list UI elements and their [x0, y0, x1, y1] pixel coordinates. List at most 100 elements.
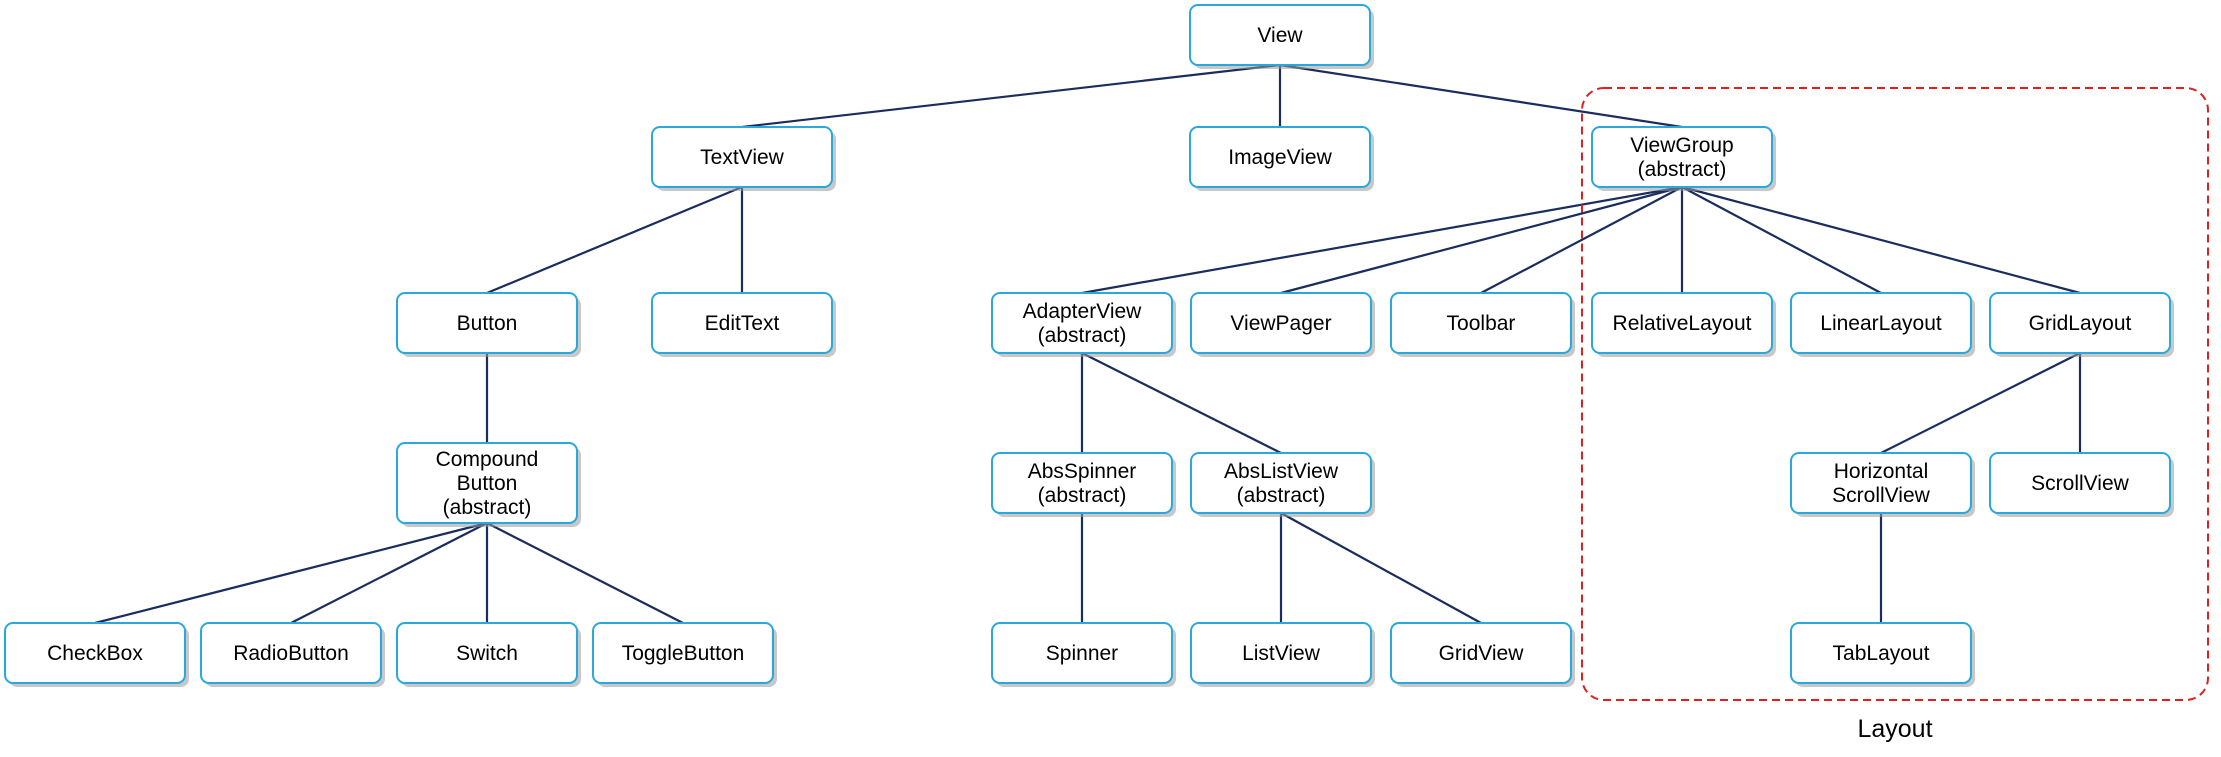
node-label: Toolbar: [1447, 312, 1516, 335]
node-box: [1591, 292, 1773, 354]
node-textview: TextView: [651, 126, 836, 191]
node-label: GridLayout: [2029, 312, 2132, 335]
node-box: [1390, 622, 1572, 684]
edge-compoundbutton-checkbox: [94, 521, 488, 625]
node-box: [991, 622, 1173, 684]
node-label: EditText: [705, 312, 780, 335]
node-label: ViewPager: [1230, 312, 1331, 335]
node-box: [1190, 622, 1372, 684]
node-box: [1390, 292, 1572, 354]
node-box: [651, 126, 833, 188]
node-toolbar: Toolbar: [1390, 292, 1575, 357]
node-label: RadioButton: [233, 642, 349, 665]
node-togglebutton: ToggleButton: [592, 622, 777, 687]
node-label: RelativeLayout: [1613, 312, 1752, 335]
node-box: [396, 442, 578, 524]
node-button: Button: [396, 292, 581, 357]
node-label: View: [1257, 24, 1303, 47]
node-abslistview: AbsListView(abstract): [1190, 452, 1375, 517]
layout-group: Layout: [1581, 87, 2209, 743]
node-label: ViewGroup: [1630, 134, 1734, 157]
node-label: AdapterView: [1023, 300, 1143, 323]
edge-compoundbutton-radiobutton: [290, 522, 488, 624]
node-label: ToggleButton: [622, 642, 745, 665]
node-absspinner: AbsSpinner(abstract): [991, 452, 1176, 517]
node-label: TabLayout: [1833, 642, 1930, 665]
layout-group-label: Layout: [1857, 715, 1932, 743]
node-edittext: EditText: [651, 292, 836, 357]
node-viewpager: ViewPager: [1190, 292, 1375, 357]
node-view: View: [1189, 4, 1374, 69]
node-box: [1790, 452, 1972, 514]
node-box: [1989, 452, 2171, 514]
node-box: [651, 292, 833, 354]
node-label: Horizontal: [1834, 460, 1929, 483]
edge-viewgroup-toolbar: [1480, 186, 1683, 294]
node-linearlayout: LinearLayout: [1790, 292, 1975, 357]
node-box: [592, 622, 774, 684]
node-label: GridView: [1439, 642, 1525, 665]
node-box: [1189, 4, 1371, 66]
node-label: (abstract): [1237, 484, 1326, 507]
node-box: [1591, 126, 1773, 188]
node-box: [1790, 292, 1972, 354]
node-box: [1790, 622, 1972, 684]
node-label: CheckBox: [47, 642, 143, 665]
node-box: [991, 292, 1173, 354]
node-scrollview: ScrollView: [1989, 452, 2174, 517]
node-label: Spinner: [1046, 642, 1118, 665]
node-tablayout: TabLayout: [1790, 622, 1975, 687]
edge-view-viewgroup: [1279, 63, 1683, 129]
node-label: Button: [457, 312, 518, 335]
edge-viewgroup-gridlayout: [1681, 185, 2081, 295]
node-listview: ListView: [1190, 622, 1375, 687]
node-gridview: GridView: [1390, 622, 1575, 687]
node-label: AbsListView: [1224, 460, 1339, 483]
node-label: Button: [457, 472, 518, 495]
node-box: [1189, 126, 1371, 188]
node-switch: Switch: [396, 622, 581, 687]
node-label: LinearLayout: [1820, 312, 1942, 335]
node-relativelayout: RelativeLayout: [1591, 292, 1776, 357]
node-viewgroup: ViewGroup(abstract): [1591, 126, 1776, 191]
node-imageview: ImageView: [1189, 126, 1374, 191]
node-label: (abstract): [1038, 324, 1127, 347]
node-spinner: Spinner: [991, 622, 1176, 687]
edge-gridlayout-horizontalscrollview: [1880, 352, 2081, 454]
node-box: [1190, 452, 1372, 514]
node-label: ListView: [1242, 642, 1321, 665]
node-box: [1989, 292, 2171, 354]
edge-viewgroup-viewpager: [1280, 185, 1683, 295]
edge-view-textview: [741, 63, 1281, 129]
node-adapterview: AdapterView(abstract): [991, 292, 1176, 357]
node-box: [396, 622, 578, 684]
node-box: [4, 622, 186, 684]
node-label: AbsSpinner: [1028, 460, 1137, 483]
node-label: (abstract): [1638, 158, 1727, 181]
node-label: Compound: [436, 448, 539, 471]
edge-viewgroup-adapterview: [1081, 185, 1683, 295]
node-box: [991, 452, 1173, 514]
edge-abslistview-gridview: [1280, 512, 1482, 624]
edge-viewgroup-linearlayout: [1681, 186, 1882, 294]
node-label: (abstract): [1038, 484, 1127, 507]
node-box: [1190, 292, 1372, 354]
edge-compoundbutton-togglebutton: [486, 522, 684, 624]
edge-textview-button: [486, 185, 743, 295]
node-box: [200, 622, 382, 684]
node-label: ImageView: [1228, 146, 1332, 169]
node-label: ScrollView: [1832, 484, 1930, 507]
node-gridlayout: GridLayout: [1989, 292, 2174, 357]
layout-group-box: [1581, 87, 2209, 701]
node-box: [396, 292, 578, 354]
node-radiobutton: RadioButton: [200, 622, 385, 687]
edge-adapterview-abslistview: [1081, 352, 1282, 454]
node-checkbox: CheckBox: [4, 622, 189, 687]
node-label: Switch: [456, 642, 518, 665]
node-label: TextView: [700, 146, 784, 169]
node-label: ScrollView: [2031, 472, 2129, 495]
